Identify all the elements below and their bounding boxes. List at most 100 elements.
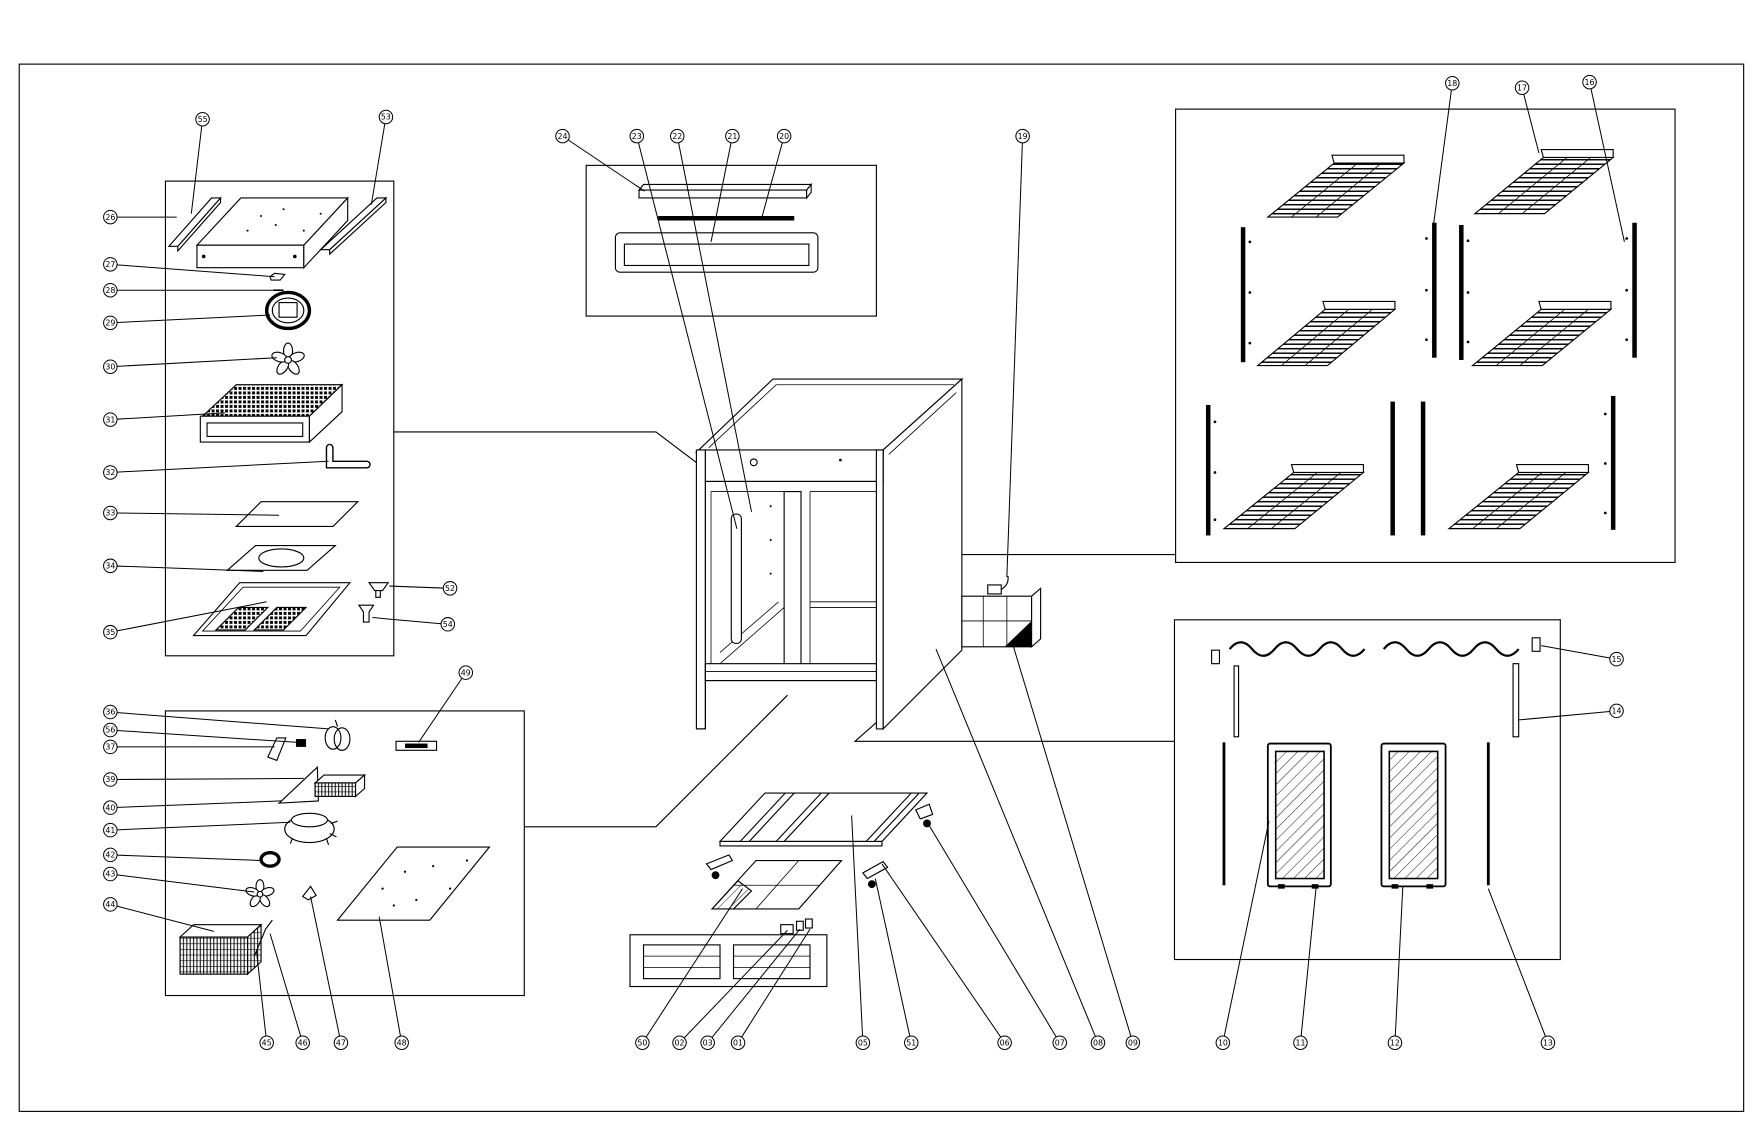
- leader-line: [310, 896, 341, 1037]
- coil-ring: [259, 850, 281, 868]
- callout-label: 07: [1055, 1038, 1065, 1047]
- callout-43: 43: [103, 866, 255, 893]
- callout-27: 27: [103, 257, 275, 278]
- callout-13: 13: [1487, 888, 1556, 1051]
- callout-circle: [103, 315, 118, 331]
- callout-26: 26: [103, 209, 177, 225]
- condensing-unit-louver: [961, 587, 1042, 649]
- callout-41: 41: [103, 821, 291, 838]
- callout-label: 08: [1093, 1038, 1103, 1047]
- callout-21: 21: [710, 128, 740, 242]
- wire-shelf: [1222, 464, 1366, 530]
- callout-label: 15: [1612, 655, 1622, 664]
- callout-label: 27: [105, 260, 115, 269]
- leader-line: [1518, 711, 1610, 721]
- caster: [862, 860, 889, 889]
- shelf-rail: [1625, 222, 1637, 358]
- callout-31: 31: [103, 412, 226, 427]
- callout-label: 41: [105, 826, 115, 835]
- leader-line: [851, 815, 864, 1037]
- shelf-rail: [1205, 404, 1217, 536]
- callout-label: 43: [105, 870, 115, 879]
- callout-label: 50: [637, 1038, 647, 1047]
- callout-label: 30: [105, 362, 115, 371]
- leader-line: [1223, 821, 1270, 1037]
- drain-funnel: [357, 604, 375, 623]
- callout-circle: [1540, 1035, 1556, 1051]
- display-frame: [614, 232, 819, 273]
- callout-circle: [1387, 1035, 1403, 1051]
- callout-circle: [103, 257, 118, 272]
- callout-circle: [195, 111, 210, 127]
- callout-circle: [394, 1035, 409, 1051]
- callout-label: 39: [105, 775, 115, 784]
- callout-39: 39: [103, 772, 304, 787]
- leader-line: [678, 142, 753, 512]
- callout-label: 17: [1517, 83, 1527, 92]
- callout-label: 52: [445, 584, 455, 593]
- cover-plate: [234, 501, 360, 528]
- callout-label: 28: [105, 286, 115, 295]
- callout-label: 32: [105, 468, 115, 477]
- callout-label: 37: [105, 743, 115, 752]
- callout-label: 49: [461, 668, 471, 677]
- wire-shelf: [1266, 154, 1406, 218]
- callout-40: 40: [103, 800, 282, 815]
- callout-circle: [103, 822, 118, 838]
- callout-23: 23: [629, 128, 738, 529]
- leader-line: [117, 712, 329, 730]
- callout-circle: [103, 897, 118, 912]
- leader-line: [256, 951, 267, 1037]
- panel-shelves: [1175, 108, 1676, 564]
- callout-circle: [103, 624, 118, 640]
- callout-label: 31: [105, 415, 115, 424]
- callout-circle: [333, 1035, 349, 1051]
- leader-line: [117, 357, 277, 367]
- callout-circle: [259, 1035, 274, 1051]
- callout-circle: [1215, 1035, 1231, 1051]
- callout-label: 21: [727, 132, 737, 141]
- door-spring: [1382, 641, 1520, 657]
- wire-shelf: [1256, 300, 1397, 367]
- callout-30: 30: [103, 357, 277, 374]
- panel-top-unit: [164, 180, 395, 657]
- bottom-panel: [710, 859, 843, 910]
- light-strip: [658, 215, 795, 221]
- leader-line: [117, 777, 304, 781]
- callout-34: 34: [103, 558, 264, 574]
- callout-45: 45: [256, 951, 274, 1051]
- front-louver-panel: [629, 934, 828, 988]
- callout-label: 23: [632, 132, 642, 141]
- callout-label: 19: [1018, 132, 1028, 141]
- bottom-plate: [336, 846, 491, 921]
- callout-52: 52: [389, 581, 458, 596]
- callout-08: 08: [935, 648, 1106, 1051]
- callout-29: 29: [103, 314, 271, 331]
- leader-line: [1487, 888, 1546, 1037]
- callout-18: 18: [1432, 75, 1460, 228]
- leader-line: [935, 648, 1096, 1037]
- connector-machine-compartment: [524, 694, 788, 828]
- leader-line: [190, 125, 203, 214]
- connector-doors: [853, 716, 1175, 742]
- condenser: [178, 923, 263, 976]
- leader-line: [117, 565, 264, 572]
- callout-09: 09: [1012, 643, 1141, 1051]
- callout-circle: [103, 739, 118, 755]
- callout-label: 44: [105, 900, 115, 909]
- callout-label: 33: [105, 509, 115, 518]
- callout-circle: [103, 282, 118, 298]
- callout-circle: [1090, 1035, 1106, 1051]
- callout-label: 35: [105, 628, 115, 637]
- leader-line: [116, 905, 214, 932]
- leader-line: [418, 677, 463, 743]
- leader-line: [567, 139, 645, 192]
- shelf-rail: [1459, 224, 1470, 360]
- callout-circle: [103, 359, 118, 374]
- callout-circle: [103, 465, 118, 480]
- callout-37: 37: [103, 739, 275, 755]
- callout-circle: [1609, 703, 1624, 719]
- small-bracket: [301, 885, 317, 901]
- callout-circle: [1582, 74, 1597, 90]
- leader-line: [1394, 886, 1404, 1037]
